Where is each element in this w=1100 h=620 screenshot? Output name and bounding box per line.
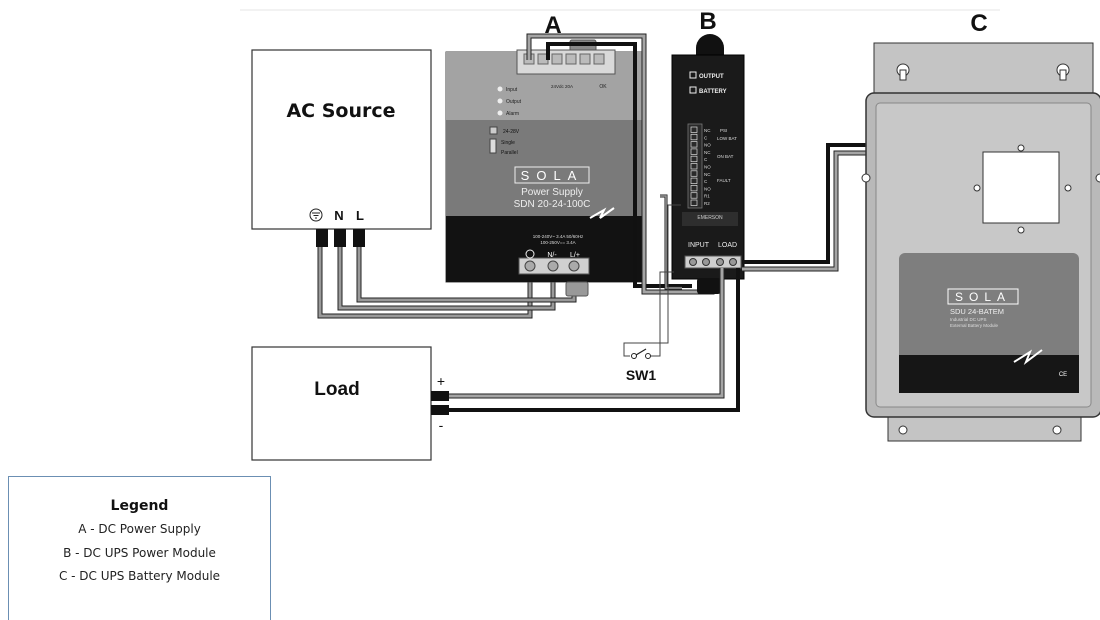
relay-terminal	[690, 192, 698, 199]
relay-terminal	[690, 163, 698, 170]
relay-terminal	[690, 185, 698, 192]
ups-relay-fault: FAULT	[717, 178, 731, 183]
legend-item: C - DC UPS Battery Module	[58, 569, 221, 583]
load-minus-label: -	[439, 417, 444, 433]
ac-plug-l	[353, 229, 365, 247]
relay-terminal	[690, 155, 698, 163]
battery-lightning-icon	[1013, 349, 1043, 365]
load-wires	[449, 268, 740, 412]
load-plus-label: +	[437, 373, 445, 389]
ps-terminal-n-label: N/-	[547, 252, 557, 259]
ac-plug-ground	[316, 229, 328, 247]
load-plug-plus	[431, 391, 449, 401]
relay-terminal	[690, 141, 698, 148]
label-c: C	[970, 10, 987, 37]
relay-terminal	[690, 177, 698, 184]
relay-terminal	[690, 133, 698, 141]
battery-line1: Industrial DC UPS	[950, 317, 987, 322]
relay-terminal-label: NO	[704, 143, 711, 148]
ac-source-title: AC Source	[286, 100, 395, 122]
ps-voltage-label: 24-28V	[503, 129, 520, 135]
ps-model: SDN 20-24-100C	[514, 199, 591, 210]
ups-relay-psi: PSI	[720, 128, 727, 133]
ps-terminal-l-label: L/+	[570, 252, 580, 259]
relay-terminal-label: NC	[704, 150, 711, 155]
ps-spec-line1: 100-240V~ 3.4A 50/60Hz	[533, 234, 584, 239]
ups-output-led-icon	[689, 71, 697, 79]
label-b: B	[699, 8, 716, 35]
battery-model: SDU 24-BATEM	[950, 307, 1004, 316]
ps-single-label: Single	[501, 140, 515, 146]
relay-terminal-label: NO	[704, 186, 711, 191]
legend: Legend A - DC Power Supply B - DC UPS Po…	[8, 476, 271, 620]
label-a: A	[544, 12, 561, 39]
relay-terminal-label: C	[704, 135, 708, 140]
ups-load-label: LOAD	[718, 242, 737, 249]
ps-led-alarm-label: Alarm	[506, 111, 519, 117]
relay-terminal	[690, 148, 698, 155]
legend-list: A - DC Power Supply B - DC UPS Power Mod…	[9, 518, 270, 589]
sw1-switch: SW1	[623, 194, 682, 383]
ps-voltage-adjust-icon	[489, 126, 498, 135]
ps-led-input-icon	[497, 86, 503, 92]
ps-terminal-ground-icon	[525, 249, 535, 259]
ps-led-input-label: Input	[506, 87, 518, 93]
ps-mode-switch	[489, 138, 497, 154]
battery-module-c: C SOLA SDU 24-BATEM Industrial	[861, 10, 1100, 442]
ground-symbol-icon	[309, 208, 323, 222]
ac-source: AC Source N L	[251, 49, 432, 247]
ps-led-output-label: Output	[506, 99, 522, 105]
ps-parallel-label: Parallel	[501, 150, 518, 156]
ps-spec-line2: 100-250V== 3.4A	[540, 240, 575, 245]
relay-terminal	[690, 170, 698, 177]
battery-wires	[742, 143, 868, 272]
ups-battery-label: BATTERY	[699, 89, 727, 95]
ac-terminal-n: N	[334, 208, 343, 223]
battery-ce-mark: CE	[1059, 372, 1067, 378]
load-plug-minus	[431, 405, 449, 415]
keyhole-icon	[1056, 63, 1070, 81]
relay-terminal	[690, 126, 698, 133]
ac-plug-n	[334, 229, 346, 247]
ups-input-label: INPUT	[688, 242, 710, 249]
ups-output-label: OUTPUT	[699, 74, 724, 80]
relay-terminal-label: C	[704, 179, 708, 184]
ps-ok-label: OK	[599, 84, 607, 90]
ps-brand: SOLA	[521, 168, 584, 183]
ps-led-output-icon	[497, 98, 503, 104]
relay-terminal-label: NC	[704, 172, 711, 177]
keyhole-icon	[896, 63, 910, 81]
ups-relay-lowbat: LOW BAT	[717, 136, 737, 141]
ps-lightning-icon	[589, 207, 615, 219]
ups-relay-onbat: ON BAT	[717, 154, 734, 159]
relay-terminal-label: R2	[704, 201, 710, 206]
relay-terminal-label: R1	[704, 194, 710, 199]
ac-terminal-l: L	[356, 208, 364, 223]
ups-brand: EMERSON	[697, 215, 723, 221]
relay-terminal	[690, 199, 698, 206]
legend-title: Legend	[110, 498, 169, 514]
ps-led-alarm-icon	[497, 110, 503, 116]
relay-terminal-label: NO	[704, 165, 711, 170]
ups-battery-led-icon	[689, 86, 697, 94]
battery-line2: External Battery Module	[950, 323, 999, 328]
relay-terminal-label: C	[704, 157, 708, 162]
battery-brand: SOLA	[955, 290, 1011, 304]
power-supply-a: A 24Vdc 20A OK Input Output Alarm 24-28V…	[445, 12, 646, 297]
legend-item: B - DC UPS Power Module	[63, 545, 216, 560]
legend-item: A - DC Power Supply	[78, 522, 201, 536]
load-title: Load	[314, 379, 359, 400]
sw1-label: SW1	[626, 367, 657, 383]
load-box: Load + -	[251, 346, 449, 461]
relay-terminal-label: NC	[704, 128, 711, 133]
ps-name: Power Supply	[521, 187, 583, 198]
ps-top-rating: 24Vdc 20A	[551, 84, 573, 89]
